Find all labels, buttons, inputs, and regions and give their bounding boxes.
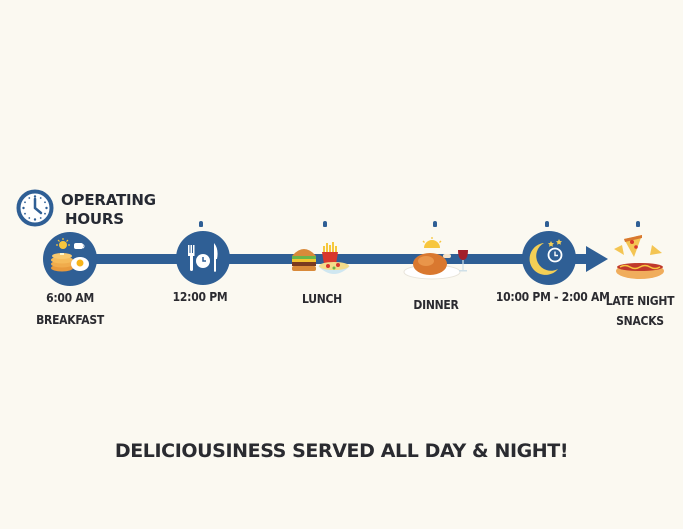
breakfast-time: 6:00 AM (46, 291, 94, 305)
snacks-label-line-2: SNACKS (616, 314, 664, 328)
burger-fries-salad-icon (290, 234, 354, 282)
noon-time: 12:00 PM (172, 290, 228, 304)
timeline-arrow-icon (586, 246, 608, 272)
marker-drip (199, 221, 203, 227)
dinner-label: DINNER (413, 298, 459, 312)
marker-drip (636, 221, 640, 227)
late-time: 10:00 PM - 2:00 AM (495, 290, 610, 304)
tagline: DELICIOUSINESS SERVED ALL DAY & NIGHT! (114, 440, 569, 462)
marker-drip (545, 221, 549, 227)
pancakes-egg-coffee-icon (43, 232, 97, 286)
page-title: OPERATING HOURS (61, 191, 156, 229)
pizza-hotdog-nachos-icon (612, 233, 668, 283)
fork-knife-clock-icon (176, 231, 230, 285)
moon-clock-icon (522, 231, 576, 285)
lunch-label: LUNCH (302, 292, 342, 306)
marker-drip (323, 221, 327, 227)
title-line-1: OPERATING (61, 191, 156, 209)
marker-drip (433, 221, 437, 227)
title-line-2: HOURS (65, 210, 124, 228)
clock-icon (16, 189, 54, 227)
snacks-label-line-1: LATE NIGHT (605, 294, 675, 308)
roast-chicken-wine-icon (402, 236, 472, 286)
breakfast-label: BREAKFAST (36, 313, 104, 327)
late-night-snacks-label: LATE NIGHT SNACKS (604, 291, 676, 331)
